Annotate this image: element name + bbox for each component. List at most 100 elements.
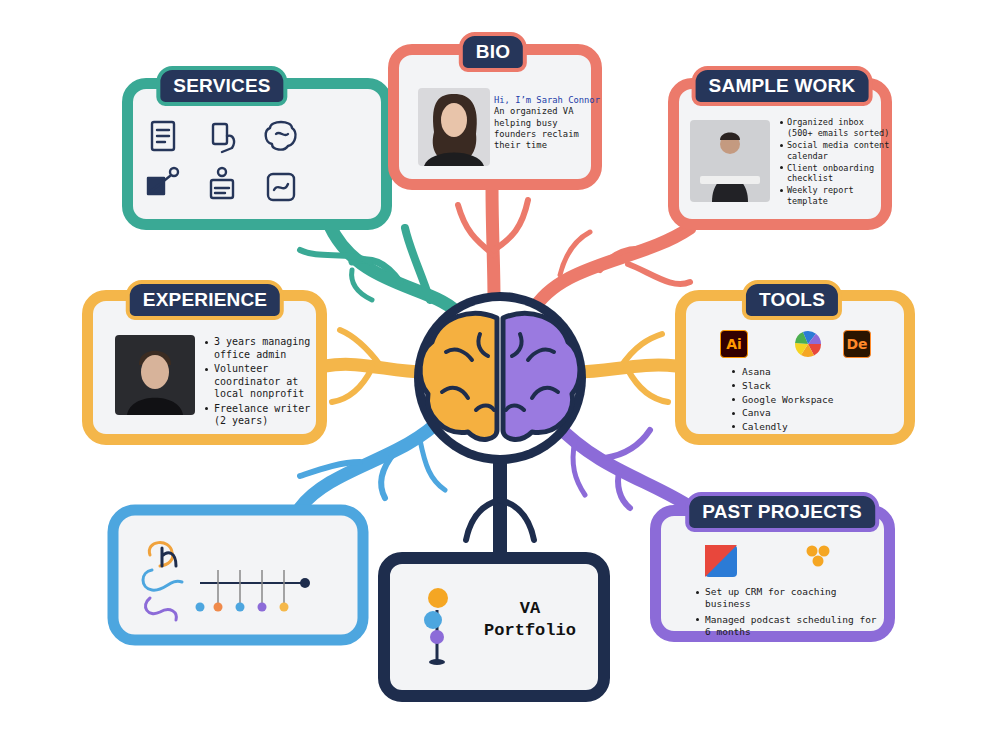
timeline-box-part-part (283, 570, 285, 603)
timeline-box-part-part (217, 570, 219, 603)
navy-branch-part (500, 500, 534, 540)
teal-branch-part (352, 260, 400, 282)
bullet-item: Canva (730, 406, 900, 420)
timeline-box-part (218, 570, 284, 603)
bullet-item: Social media content calendar (778, 140, 892, 162)
orange-branch-part (628, 370, 668, 402)
app-icon: Ai (720, 330, 748, 358)
bullet-item: Set up CRM for coaching business (694, 586, 882, 611)
brain-symbol-part-part (446, 350, 472, 360)
brain-symbol-part-part (478, 334, 488, 356)
navy-branch (466, 458, 534, 556)
portfolio-title: VA Portfolio (470, 598, 590, 642)
experience-box: EXPERIENCE3 years managing office adminV… (82, 290, 327, 445)
portfolio-box: VA Portfolio (378, 552, 610, 702)
bullet-text: Freelance writer (2 years) (214, 403, 310, 427)
timeline-box-part (258, 603, 267, 612)
services-box: SERVICES (122, 78, 392, 230)
teal-branch-part (352, 270, 372, 300)
heading-tab: BIO (459, 32, 527, 72)
timeline-box-part (214, 603, 223, 612)
bullet-item: Organized inbox (500+ emails sorted) (778, 117, 892, 139)
navy-branch-part (466, 500, 500, 540)
body-text: An organized VA helping busy founders re… (494, 106, 579, 150)
bullet-dot (780, 189, 783, 192)
bullet-text: Social media content calendar (787, 140, 889, 161)
brain-symbol-part-part (512, 334, 522, 356)
timeline-box-part (196, 603, 205, 612)
heading-tab: EXPERIENCE (126, 280, 284, 320)
bullet-text: Set up CRM for coaching business (705, 586, 837, 609)
bullet-dot (205, 407, 208, 410)
tools-box: TOOLSAiDeAsanaSlackGoogle WorkspaceCanva… (675, 290, 915, 445)
salmon-branch-part (532, 228, 690, 312)
bullet-item: Calendly (730, 420, 900, 434)
brain-symbol-part-part (476, 406, 494, 411)
sample-work-box: SAMPLE WORKOrganized inbox (500+ emails … (668, 78, 892, 230)
brain-symbol-part (420, 313, 497, 439)
brain-symbol-part (442, 334, 558, 410)
salmon-branch-part (492, 186, 494, 300)
brain-symbol-part-part (506, 406, 524, 411)
heading-tab: TOOLS (742, 280, 842, 320)
orange-branch-part (620, 334, 662, 368)
bullet-text: Weekly report template (787, 185, 854, 206)
bullet-item: Volunteer coordinator at local nonprofit (203, 363, 315, 401)
salmon-branch-part (458, 205, 494, 255)
box-body: Set up CRM for coaching businessManaged … (694, 586, 882, 641)
brain-symbol-part (503, 313, 580, 439)
bullet-text: 3 years managing office admin (214, 336, 310, 360)
blue-branch-part (300, 462, 360, 476)
bullet-item: Freelance writer (2 years) (203, 403, 315, 428)
purple-branch-part (556, 424, 692, 508)
bullet-dot (732, 398, 735, 401)
body-text-block: An organized VA helping busy founders re… (494, 106, 602, 151)
bullet-text: Organized inbox (500+ emails sorted) (787, 117, 889, 138)
blue-branch-part (420, 440, 445, 490)
bio-box: BIOHi, I’m Sarah ConnorAn organized VA h… (388, 44, 602, 190)
orange-branch-part (332, 368, 372, 402)
salmon-branch-part (560, 232, 590, 275)
bullet-dot (780, 144, 783, 147)
bullet-text: Client onboarding checklist (787, 163, 874, 184)
bullet-dot (732, 425, 735, 428)
timeline-box-part (280, 603, 289, 612)
past-projects-box: PAST PROJECTSSet up CRM for coaching bus… (650, 505, 895, 642)
bullet-text: Volunteer coordinator at local nonprofit (214, 363, 304, 399)
teal-branch-part (330, 226, 462, 318)
box-body: Organized inbox (500+ emails sorted)Soci… (778, 117, 892, 208)
brain-symbol (414, 292, 586, 464)
bullet-item: Google Workspace (730, 393, 900, 407)
bullet-item: 3 years managing office admin (203, 336, 315, 361)
salmon-branch-part (628, 264, 690, 284)
brain-symbol-part (414, 292, 586, 464)
purple-branch (556, 424, 692, 508)
box-body: 3 years managing office adminVolunteer c… (203, 336, 315, 430)
bullet-dot (732, 412, 735, 415)
heading-tab: PAST PROJECTS (685, 492, 879, 532)
bullet-dot (205, 341, 208, 344)
box-body: Hi, I’m Sarah ConnorAn organized VA help… (494, 95, 602, 151)
purple-branch-part (618, 468, 630, 508)
bullet-text: Google Workspace (742, 394, 834, 405)
purple-branch-part (573, 440, 585, 495)
bullet-dot (696, 591, 699, 594)
navy-branch-part (493, 458, 507, 556)
salmon-branch-part (600, 249, 650, 270)
timeline-box-part-part (239, 570, 241, 603)
bullet-dot (732, 370, 735, 373)
timeline-box-part (236, 603, 245, 612)
box-body: AsanaSlackGoogle WorkspaceCanvaCalendly (730, 365, 900, 434)
bullet-dot (780, 121, 783, 124)
brain-symbol-part-part (532, 388, 558, 398)
bullet-text: Managed podcast scheduling for 6 months (705, 614, 877, 637)
timeline-box-part (143, 543, 182, 620)
bullet-item: Client onboarding checklist (778, 163, 892, 185)
body-text: Hi, I’m Sarah Connor (494, 95, 600, 105)
purple-branch-part (605, 430, 650, 458)
app-icon: De (843, 330, 871, 358)
bullet-text: Asana (742, 366, 771, 377)
orange-branch-part (340, 330, 380, 365)
heading-tab: SERVICES (156, 66, 287, 106)
